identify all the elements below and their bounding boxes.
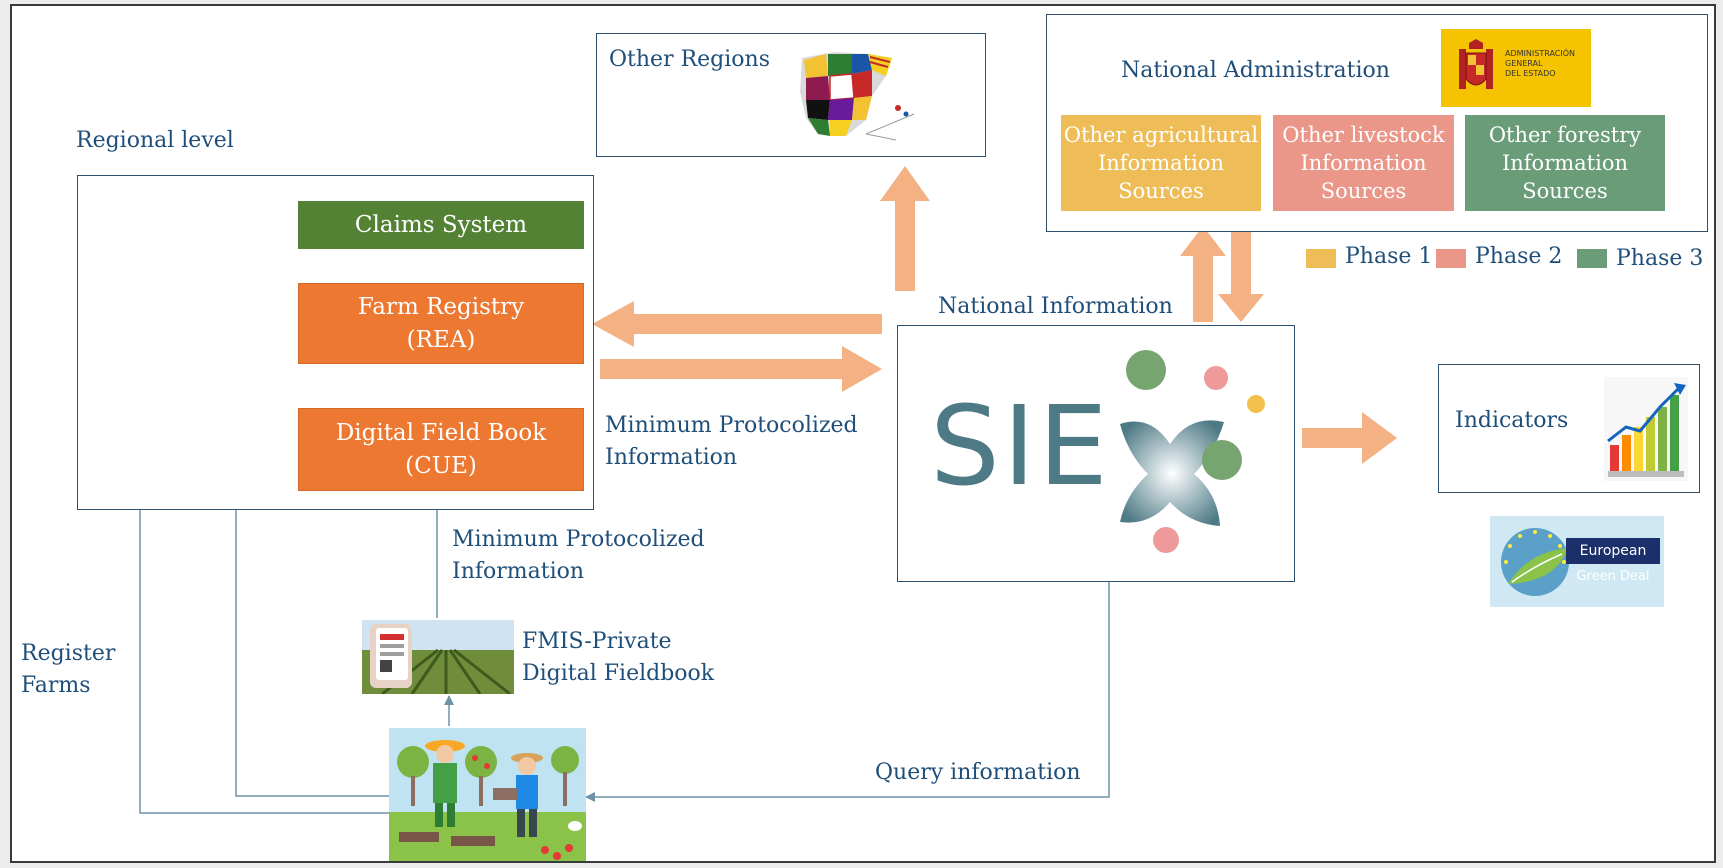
legend-label-phase-3: Phase 3 <box>1616 246 1704 271</box>
fmis-phone-field-image <box>362 620 514 694</box>
line-query-to-farmers <box>585 582 1110 802</box>
european-green-deal-logo: European Green Deal <box>1490 516 1664 607</box>
growth-chart-icon <box>1604 377 1688 481</box>
arrow-down-national-admin <box>1218 228 1264 322</box>
livestock-sources-box: Other livestock Information Sources <box>1273 115 1454 211</box>
coat-of-arms-icon <box>1459 39 1493 89</box>
gobierno-logo: ADMINISTRACIÓN GENERAL DEL ESTADO <box>1441 29 1591 107</box>
other-regions-box: Other Regions <box>596 33 986 157</box>
legend-swatch-phase-2 <box>1436 249 1466 268</box>
siex-box: SIEX <box>897 325 1295 582</box>
indicators-box: Indicators <box>1438 364 1700 493</box>
green-deal-line-2: Green Deal <box>1576 569 1650 584</box>
forestry-sources-box: Other forestry Information Sources <box>1465 115 1665 211</box>
national-administration-box: National Administration ADMINISTRACIÓN G… <box>1046 14 1708 232</box>
green-deal-line-1: European <box>1566 538 1660 564</box>
claims-system-box: Claims System <box>298 201 584 249</box>
fmis-label: FMIS-Private Digital Fieldbook <box>522 629 715 686</box>
register-farms-label: Register Farms <box>21 641 116 698</box>
digital-field-book-box: Digital Field Book (CUE) <box>298 408 584 491</box>
connector-layer <box>139 166 1397 814</box>
query-information-label: Query information <box>875 760 1081 785</box>
siex-logo-x-icon <box>1106 350 1265 554</box>
min-protocolized-label-right: Minimum Protocolized Information <box>605 413 858 470</box>
national-administration-title: National Administration <box>1121 58 1390 83</box>
arrow-up-other-regions <box>880 166 930 291</box>
spain-regions-map-icon <box>800 52 915 141</box>
eu-stars-leaf-icon <box>1501 528 1569 596</box>
legend-swatch-phase-1 <box>1306 249 1336 268</box>
arrow-siex-to-regional <box>592 301 882 347</box>
farmers-illustration <box>389 728 586 861</box>
arrow-up-national-admin <box>1180 226 1226 322</box>
legend-swatch-phase-3 <box>1577 249 1607 268</box>
legend-label-phase-1: Phase 1 <box>1345 244 1433 269</box>
arrow-regional-to-siex <box>600 346 882 392</box>
regional-level-label: Regional level <box>76 128 234 153</box>
diagram-frame: Regional level Claims System Farm Regist… <box>10 4 1716 863</box>
other-regions-label: Other Regions <box>609 47 770 72</box>
arrow-siex-to-indicators <box>1302 412 1397 464</box>
min-protocolized-label-center: Minimum Protocolized Information <box>452 527 705 584</box>
indicators-label: Indicators <box>1455 408 1569 433</box>
agricultural-sources-box: Other agricultural Information Sources <box>1061 115 1261 211</box>
farm-registry-box: Farm Registry (REA) <box>298 283 584 364</box>
gobierno-logo-text: ADMINISTRACIÓN GENERAL DEL ESTADO <box>1505 49 1575 78</box>
legend-label-phase-2: Phase 2 <box>1475 244 1563 269</box>
national-information-label: National Information <box>938 294 1173 319</box>
